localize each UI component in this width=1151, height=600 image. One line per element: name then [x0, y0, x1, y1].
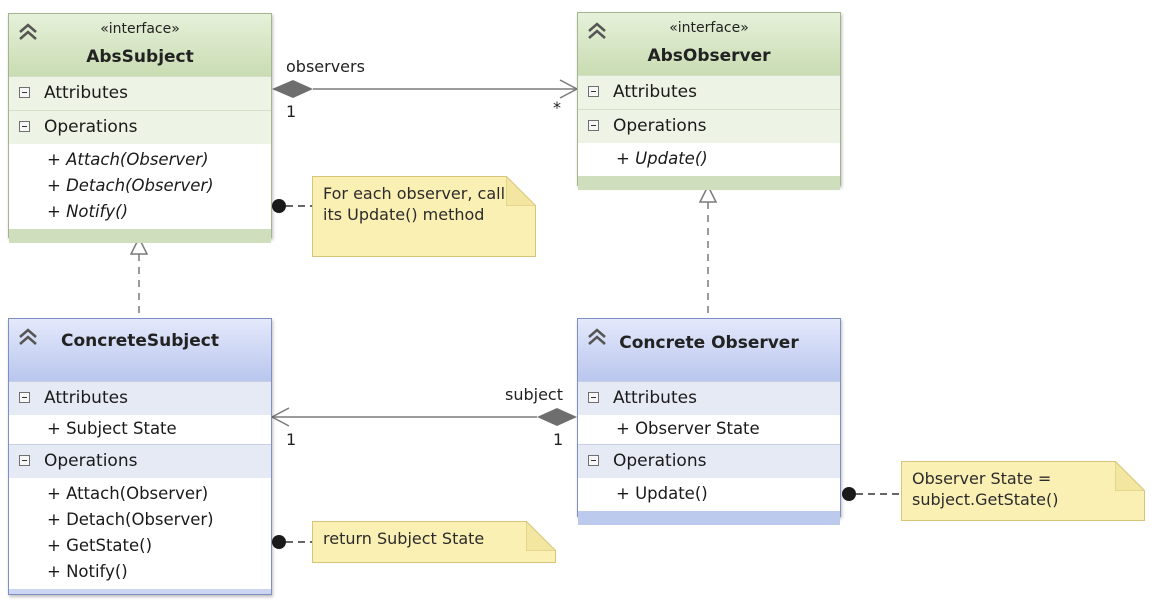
note-fold-corner-icon	[526, 521, 556, 551]
operations-list: + Update()	[578, 478, 840, 511]
update-note[interactable]: Observer State = subject.GetState()	[901, 461, 1145, 521]
attributes-compartment[interactable]: Attributes	[9, 76, 271, 110]
compartment-label: Attributes	[44, 83, 128, 103]
class-name: ConcreteSubject	[61, 331, 219, 351]
operations-compartment[interactable]: Operations	[9, 444, 271, 478]
class-header: «interface» AbsObserver	[578, 13, 840, 75]
operation-item[interactable]: + GetState()	[47, 536, 153, 555]
class-name: AbsObserver	[647, 46, 771, 66]
class-footer	[578, 176, 840, 190]
class-header: ConcreteSubject	[9, 319, 271, 381]
note-text-line: subject.GetState()	[912, 490, 1059, 509]
composition-diamond	[537, 408, 577, 426]
note-anchor-notify[interactable]	[272, 199, 312, 213]
abs-subject-class[interactable]: «interface» AbsSubject Attributes Operat…	[8, 13, 272, 243]
collapse-chevron-icon[interactable]	[586, 327, 608, 347]
class-footer	[9, 229, 271, 243]
subject-role-label: subject	[505, 385, 563, 404]
collapse-minus-icon[interactable]	[19, 87, 30, 98]
operation-item[interactable]: + Update()	[616, 484, 708, 503]
collapse-minus-icon[interactable]	[588, 455, 599, 466]
stereotype-label: «interface»	[100, 21, 180, 37]
observers-target-multiplicity: *	[553, 98, 561, 117]
operations-compartment[interactable]: Operations	[578, 109, 840, 143]
collapse-minus-icon[interactable]	[588, 86, 599, 97]
subject-association[interactable]	[270, 407, 577, 427]
operations-list: + Attach(Observer) + Detach(Observer) + …	[9, 478, 271, 589]
attribute-item[interactable]: + Observer State	[616, 419, 760, 438]
class-footer	[578, 511, 840, 525]
note-anchor-update[interactable]	[842, 487, 901, 501]
class-name: AbsSubject	[86, 47, 194, 67]
composition-diamond	[272, 80, 313, 98]
subject-target-multiplicity: 1	[286, 430, 297, 449]
realization-subject[interactable]	[129, 236, 149, 318]
note-text-line: For each observer, call	[323, 184, 506, 203]
abs-observer-class[interactable]: «interface» AbsObserver Attributes Opera…	[577, 12, 841, 190]
subject-source-multiplicity: 1	[553, 430, 564, 449]
attribute-item[interactable]: + Subject State	[47, 419, 177, 438]
compartment-label: Operations	[613, 116, 707, 136]
getstate-note[interactable]: return Subject State	[312, 521, 556, 563]
operation-item[interactable]: + Notify()	[47, 202, 129, 221]
operation-item[interactable]: + Detach(Observer)	[47, 510, 214, 529]
notify-note[interactable]: For each observer, call its Update() met…	[312, 176, 536, 257]
attributes-compartment[interactable]: Attributes	[578, 75, 840, 109]
operation-item[interactable]: + Update()	[616, 149, 708, 168]
class-header: Concrete Observer	[578, 319, 840, 381]
operation-item[interactable]: + Attach(Observer)	[47, 150, 209, 169]
observers-source-multiplicity: 1	[286, 102, 297, 121]
compartment-label: Attributes	[613, 82, 697, 102]
attributes-compartment[interactable]: Attributes	[578, 381, 840, 415]
compartment-label: Attributes	[44, 388, 128, 408]
operations-list: + Attach(Observer) + Detach(Observer) + …	[9, 144, 271, 229]
collapse-minus-icon[interactable]	[19, 392, 30, 403]
operations-list: + Update()	[578, 143, 840, 176]
open-arrowhead	[270, 407, 290, 427]
stereotype-label: «interface»	[669, 20, 749, 36]
operations-compartment[interactable]: Operations	[578, 444, 840, 478]
note-text-line: return Subject State	[323, 529, 485, 548]
note-fold-corner-icon	[506, 176, 536, 206]
note-anchor-getstate[interactable]	[272, 535, 312, 549]
compartment-label: Operations	[44, 451, 138, 471]
concrete-observer-class[interactable]: Concrete Observer Attributes + Observer …	[577, 318, 841, 525]
operation-item[interactable]: + Detach(Observer)	[47, 176, 214, 195]
attributes-list: + Subject State	[9, 415, 271, 444]
attributes-compartment[interactable]: Attributes	[9, 381, 271, 415]
operation-item[interactable]: + Attach(Observer)	[47, 484, 209, 503]
collapse-chevron-icon[interactable]	[17, 327, 39, 347]
note-text-line: Observer State =	[912, 469, 1052, 488]
observers-role-label: observers	[286, 57, 365, 76]
concrete-subject-class[interactable]: ConcreteSubject Attributes + Subject Sta…	[8, 318, 272, 595]
hollow-triangle-arrowhead	[129, 236, 149, 255]
operations-compartment[interactable]: Operations	[9, 110, 271, 144]
collapse-minus-icon[interactable]	[588, 120, 599, 131]
note-fold-corner-icon	[1115, 461, 1145, 491]
collapse-minus-icon[interactable]	[588, 392, 599, 403]
realization-observer[interactable]	[698, 184, 718, 318]
hollow-triangle-arrowhead	[698, 184, 718, 203]
compartment-label: Attributes	[613, 388, 697, 408]
collapse-minus-icon[interactable]	[19, 455, 30, 466]
compartment-label: Operations	[44, 117, 138, 137]
note-text-line: its Update() method	[323, 205, 485, 224]
collapse-chevron-icon[interactable]	[17, 22, 39, 42]
operation-item[interactable]: + Notify()	[47, 562, 128, 581]
compartment-label: Operations	[613, 451, 707, 471]
class-name: Concrete Observer	[619, 333, 799, 353]
attributes-list: + Observer State	[578, 415, 840, 444]
collapse-minus-icon[interactable]	[19, 121, 30, 132]
class-header: «interface» AbsSubject	[9, 14, 271, 76]
collapse-chevron-icon[interactable]	[586, 21, 608, 41]
observers-association[interactable]	[272, 79, 579, 99]
